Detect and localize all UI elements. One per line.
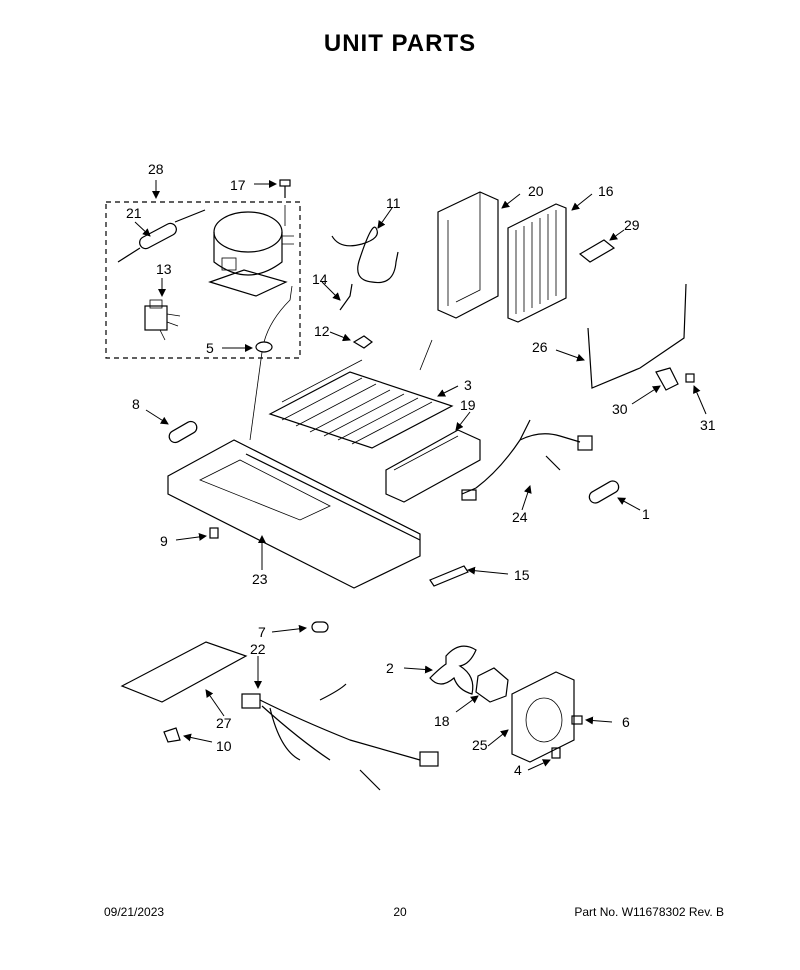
callout-21: 21 xyxy=(126,205,142,221)
callout-18: 18 xyxy=(434,713,450,729)
screw-31-part xyxy=(685,373,707,415)
callout-6: 6 xyxy=(622,714,630,730)
callout-11: 11 xyxy=(386,195,401,211)
compressor-part xyxy=(208,205,294,297)
heater-26-part xyxy=(555,283,687,389)
clip-10-part xyxy=(163,727,213,743)
footer-page-number: 20 xyxy=(393,905,407,919)
callout-3: 3 xyxy=(464,377,472,393)
callout-labels: 1 2 3 4 5 6 7 8 9 10 11 12 13 14 15 16 1… xyxy=(126,161,716,778)
evaporator-part xyxy=(268,339,459,449)
screw-4-part xyxy=(527,747,561,771)
clip-30-part xyxy=(631,367,679,405)
grommet-5-part xyxy=(222,285,293,441)
filter-drier-part xyxy=(117,209,206,263)
tube-1-part xyxy=(588,480,641,511)
wire-harness-22-part xyxy=(241,656,439,791)
relay-overload-part xyxy=(144,278,181,341)
fuse-7-part xyxy=(271,621,329,633)
callout-17: 17 xyxy=(230,177,246,193)
screw-6-part xyxy=(571,715,613,725)
fan-blade-part xyxy=(403,645,477,695)
callout-23: 23 xyxy=(252,571,268,587)
callout-8: 8 xyxy=(132,396,140,412)
screw-17-part xyxy=(254,179,291,198)
callout-14: 14 xyxy=(312,271,328,287)
callout-1: 1 xyxy=(642,506,650,522)
callout-15: 15 xyxy=(514,567,530,583)
callout-31: 31 xyxy=(700,417,716,433)
callout-22: 22 xyxy=(250,641,266,657)
condenser-cover-part xyxy=(437,191,521,319)
callout-27: 27 xyxy=(216,715,232,731)
base-pan-part xyxy=(167,439,421,589)
footer-date: 09/21/2023 xyxy=(104,905,165,919)
page-title: UNIT PARTS xyxy=(323,30,477,57)
drain-pan-part xyxy=(385,411,481,503)
callout-29: 29 xyxy=(624,217,640,233)
insulation-sheet-27-part xyxy=(120,641,248,717)
tube-8-part xyxy=(145,409,198,444)
clip-12-part xyxy=(329,331,373,349)
condenser-part xyxy=(507,193,593,323)
wire-tie-15-part xyxy=(429,565,509,587)
callout-12: 12 xyxy=(314,323,330,339)
callout-20: 20 xyxy=(528,183,544,199)
callout-5: 5 xyxy=(206,340,214,356)
callout-9: 9 xyxy=(160,533,168,549)
callout-16: 16 xyxy=(598,183,614,199)
callout-4: 4 xyxy=(514,762,522,778)
screw-9-part xyxy=(175,527,219,541)
fan-motor-part xyxy=(455,667,509,713)
plate-29-part xyxy=(578,229,625,263)
compressor-kit-group-box xyxy=(105,180,301,359)
callout-10: 10 xyxy=(216,738,232,754)
callout-24: 24 xyxy=(512,509,528,525)
callout-30: 30 xyxy=(612,401,628,417)
callout-2: 2 xyxy=(386,660,394,676)
fan-shroud-part xyxy=(487,671,575,763)
wire-harness-24-part xyxy=(461,419,593,511)
callout-25: 25 xyxy=(472,737,488,753)
footer-part-number: Part No. W11678302 Rev. B xyxy=(574,905,724,919)
callout-7: 7 xyxy=(258,624,266,640)
callout-28: 28 xyxy=(148,161,164,177)
tube-11-part xyxy=(331,207,399,284)
tube-14-part xyxy=(321,281,353,311)
callout-19: 19 xyxy=(460,397,476,413)
callout-26: 26 xyxy=(532,339,548,355)
callout-13: 13 xyxy=(156,261,172,277)
